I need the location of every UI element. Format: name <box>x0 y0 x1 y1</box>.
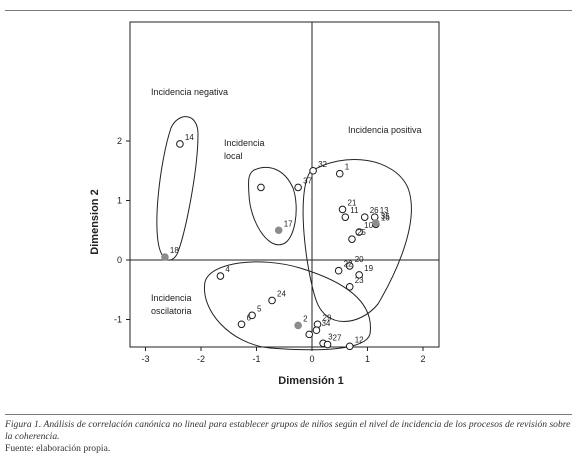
data-point <box>294 321 302 330</box>
data-point <box>216 272 225 280</box>
data-point-label: 12 <box>355 335 364 344</box>
y-tick-label: -1 <box>114 315 122 325</box>
data-point-label: 34 <box>321 319 330 328</box>
x-tick-label: -3 <box>141 354 149 364</box>
data-point <box>345 262 354 270</box>
data-point <box>338 205 347 214</box>
group-outline-oscilatoria <box>203 261 371 351</box>
data-point-label: 21 <box>348 198 357 207</box>
top-rule <box>5 10 572 11</box>
data-point <box>161 253 169 261</box>
data-point-label: 11 <box>350 206 359 215</box>
data-point-label: 17 <box>284 219 293 228</box>
data-point <box>360 213 369 221</box>
x-tick-label: 0 <box>309 354 314 364</box>
figure-caption: Figura 1. Análisis de correlación canóni… <box>5 419 573 455</box>
x-tick-label: -1 <box>252 354 260 364</box>
data-point-label: 14 <box>185 133 194 142</box>
data-point-label: 27 <box>333 333 342 342</box>
caption-rule <box>5 414 572 415</box>
data-point-label: 20 <box>355 255 364 264</box>
group-label: Incidencia negativa <box>151 87 228 97</box>
data-point <box>305 330 314 339</box>
data-point-label: 5 <box>257 304 262 313</box>
data-point <box>313 320 322 329</box>
data-point-label: 3 <box>328 332 333 341</box>
zero-lines <box>130 22 439 347</box>
data-point-label: 37 <box>303 176 312 185</box>
data-point <box>355 228 363 236</box>
y-tick-label: 0 <box>117 255 122 265</box>
x-axis-label: Dimensión 1 <box>278 375 343 387</box>
data-point <box>345 282 354 291</box>
plot-frame <box>129 21 440 348</box>
data-point-label: 29 <box>323 313 332 322</box>
data-point-label: 6 <box>247 313 252 322</box>
data-point-label: 32 <box>318 160 327 169</box>
group-outline-positiva <box>302 159 412 322</box>
data-point <box>237 320 246 329</box>
data-point <box>294 183 302 192</box>
data-point-label: 23 <box>355 276 364 285</box>
data-point <box>372 219 380 227</box>
data-point-label: 1 <box>345 163 350 172</box>
data-point-label: 35 <box>381 212 390 221</box>
caption-source: Fuente: elaboración propia. <box>5 443 111 454</box>
data-point-label: 16 <box>381 213 390 222</box>
group-outlines <box>156 116 412 351</box>
data-point <box>323 340 332 349</box>
data-point <box>257 183 265 192</box>
data-point <box>355 271 363 279</box>
data-point <box>309 166 317 175</box>
caption-text: Figura 1. Análisis de correlación canóni… <box>5 419 571 442</box>
data-points: 1234568101112131416171819202122232425262… <box>161 133 390 351</box>
data-point <box>341 213 350 221</box>
data-point-label: 26 <box>370 206 379 215</box>
data-point-label: 18 <box>170 246 179 255</box>
data-point-label: 4 <box>225 265 230 274</box>
data-point-label: 19 <box>364 264 373 273</box>
data-point <box>176 140 184 148</box>
group-outline-local <box>248 166 297 246</box>
data-point-label: 24 <box>277 289 286 298</box>
y-axis-label: Dimension 2 <box>89 189 101 254</box>
data-point <box>312 326 321 335</box>
x-tick-label: 2 <box>420 354 425 364</box>
data-point <box>348 235 356 243</box>
data-point <box>335 169 344 178</box>
data-point <box>334 266 343 275</box>
data-point-label: 25 <box>357 228 366 237</box>
data-point-label: 13 <box>380 206 389 215</box>
data-point-label: 10 <box>364 221 373 230</box>
group-label: Incidencia positiva <box>348 125 422 135</box>
data-point <box>345 342 354 351</box>
data-point <box>274 226 283 235</box>
data-point-label: 22 <box>344 260 353 269</box>
x-tick-label: 1 <box>365 354 370 364</box>
x-tick-label: -2 <box>197 354 205 364</box>
data-point-label: 2 <box>303 314 308 323</box>
y-tick-label: 2 <box>117 136 122 146</box>
data-point <box>248 311 256 320</box>
data-point <box>268 296 276 305</box>
y-tick-label: 1 <box>117 196 122 206</box>
group-outline-negativa <box>156 116 199 261</box>
